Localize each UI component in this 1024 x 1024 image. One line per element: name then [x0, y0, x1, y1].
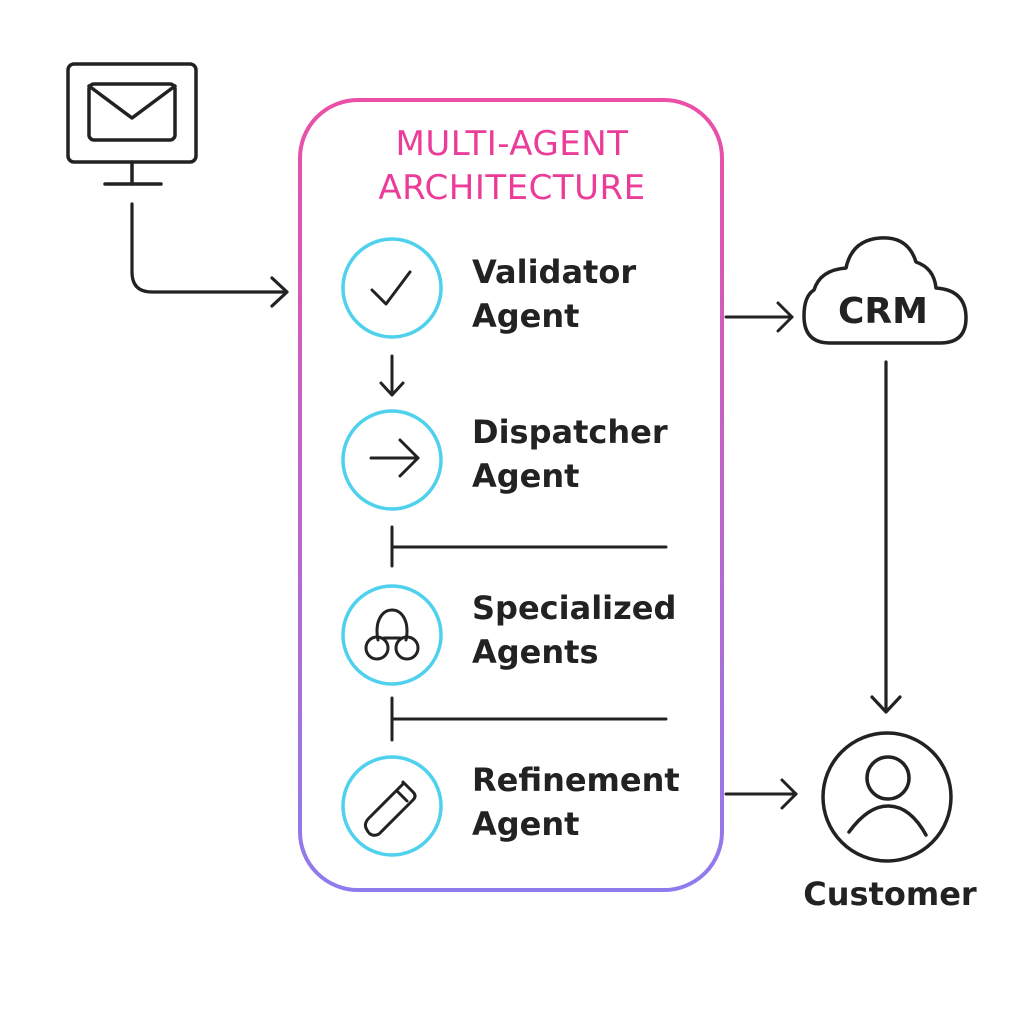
agent-label-line1: Validator	[472, 253, 637, 291]
checkmark-icon	[370, 270, 412, 306]
network-nodes-icon	[364, 608, 420, 661]
dispatcher-agent-label: Dispatcher Agent	[472, 410, 668, 498]
refinement-agent-label: Refinement Agent	[472, 758, 680, 846]
system-to-crm-arrow	[724, 301, 794, 333]
email-monitor-icon	[66, 62, 198, 186]
crm-to-customer-arrow	[870, 360, 902, 714]
agent-label-line1: Refinement	[472, 761, 680, 799]
crm-label: CRM	[838, 291, 928, 332]
pencil-icon	[363, 780, 417, 837]
specialized-to-refinement-connector	[390, 696, 668, 742]
validator-agent-label: Validator Agent	[472, 250, 636, 338]
validator-ring	[341, 237, 443, 339]
dispatcher-ring	[341, 409, 443, 511]
agent-label-line2: Agent	[472, 297, 580, 335]
page-title: MULTI-AGENT ARCHITECTURE	[300, 122, 724, 210]
arrow-right-icon	[369, 438, 420, 478]
specialized-agents-label: Specialized Agents	[472, 586, 676, 674]
specialized-ring	[341, 584, 443, 686]
source-to-system-arrow	[130, 202, 289, 308]
user-icon	[821, 731, 953, 863]
cloud-icon	[802, 236, 968, 345]
multi-agent-container	[298, 98, 724, 892]
validator-to-dispatcher-arrow	[379, 354, 405, 397]
title-line-1: MULTI-AGENT	[395, 124, 629, 164]
agent-label-line1: Dispatcher	[472, 413, 668, 451]
agent-label-line2: Agents	[472, 633, 599, 671]
system-to-customer-arrow	[724, 778, 798, 810]
title-line-2: ARCHITECTURE	[378, 168, 646, 208]
agent-label-line2: Agent	[472, 457, 580, 495]
agent-label-line1: Specialized	[472, 589, 677, 627]
refinement-ring	[341, 755, 443, 857]
dispatcher-to-specialized-connector	[390, 525, 668, 568]
customer-label: Customer	[803, 875, 977, 913]
agent-label-line2: Agent	[472, 805, 580, 843]
